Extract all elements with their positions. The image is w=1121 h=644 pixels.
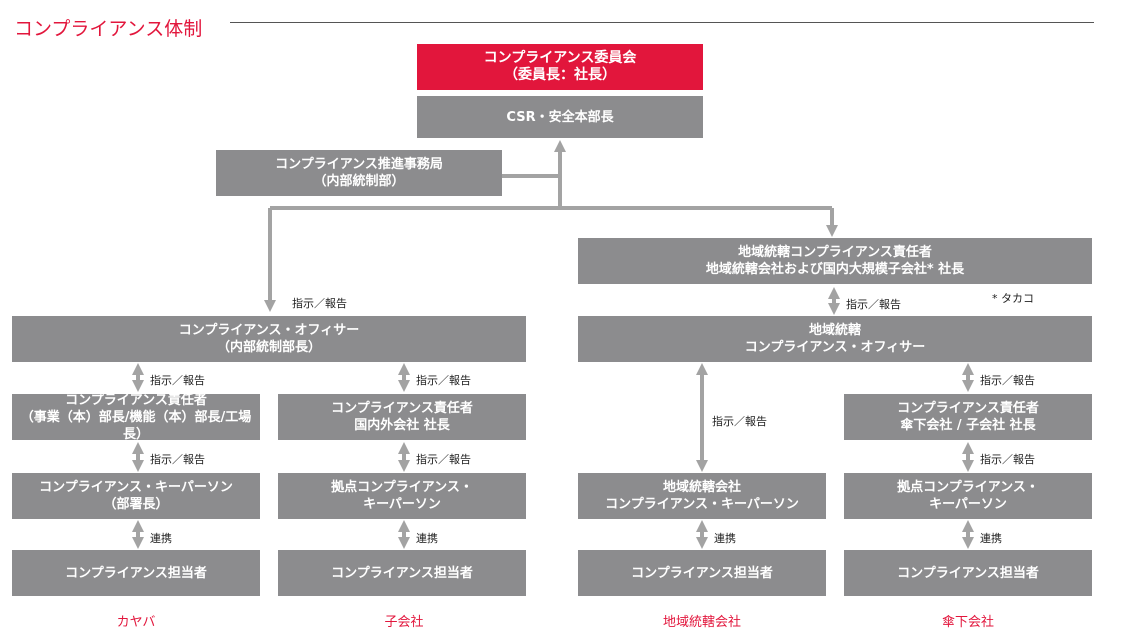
label-instruct-report-regional: 指示／報告 [846,298,901,311]
label-instruct-report-kyb-1: 指示／報告 [150,374,205,387]
keyperson-affiliate-box: 拠点コンプライアンス・ キーパーソン [844,473,1092,519]
takako-note: * タカコ [992,292,1034,305]
page-title: コンプライアンス体制 [14,18,203,40]
responsible-subsidiary-box: コンプライアンス責任者 国内外会社 社長 [278,394,526,440]
keyperson-regional-box: 地域統轄会社 コンプライアンス・キーパーソン [578,473,826,519]
keyperson-subsidiary-box: 拠点コンプライアンス・ キーパーソン [278,473,526,519]
label-instruct-report-sub-1: 指示／報告 [416,374,471,387]
label-instruct-report-affil-2: 指示／報告 [980,453,1035,466]
secretariat-box: コンプライアンス推進事務局 （内部統制部） [216,150,502,196]
regional-responsible-box: 地域統轄コンプライアンス責任者 地域統轄会社および国内大規模子会社* 社長 [578,238,1092,284]
category-subsidiary: 子会社 [384,615,424,630]
label-instruct-report-main: 指示／報告 [292,297,347,310]
category-regional: 地域統轄会社 [662,615,742,630]
keyperson-kyb-box: コンプライアンス・キーパーソン （部署長） [12,473,260,519]
label-instruct-report-sub-2: 指示／報告 [416,453,471,466]
label-liaison-affil: 連携 [980,532,1002,545]
label-instruct-report-affil-1: 指示／報告 [980,374,1035,387]
category-kyb: カヤバ [116,615,156,630]
person-regional-box: コンプライアンス担当者 [578,550,826,596]
title-rule [230,22,1094,23]
responsible-affiliate-box: コンプライアンス責任者 傘下会社 / 子会社 社長 [844,394,1092,440]
csr-box: CSR・安全本部長 [417,96,703,138]
label-instruct-report-regional-2: 指示／報告 [712,415,767,428]
label-liaison-kyb: 連携 [150,532,172,545]
category-affiliate: 傘下会社 [941,615,995,630]
officer-regional-box: 地域統轄 コンプライアンス・オフィサー [578,316,1092,362]
person-affiliate-box: コンプライアンス担当者 [844,550,1092,596]
person-subsidiary-box: コンプライアンス担当者 [278,550,526,596]
label-liaison-sub: 連携 [416,532,438,545]
responsible-kyb-box: コンプライアンス責任者 （事業（本）部長/機能（本）部長/工場長） [12,393,260,442]
committee-box: コンプライアンス委員会 （委員長：社長） [417,44,703,90]
label-instruct-report-kyb-2: 指示／報告 [150,453,205,466]
person-kyb-box: コンプライアンス担当者 [12,550,260,596]
label-liaison-regional: 連携 [714,532,736,545]
officer-main-box: コンプライアンス・オフィサー （内部統制部長） [12,316,526,362]
